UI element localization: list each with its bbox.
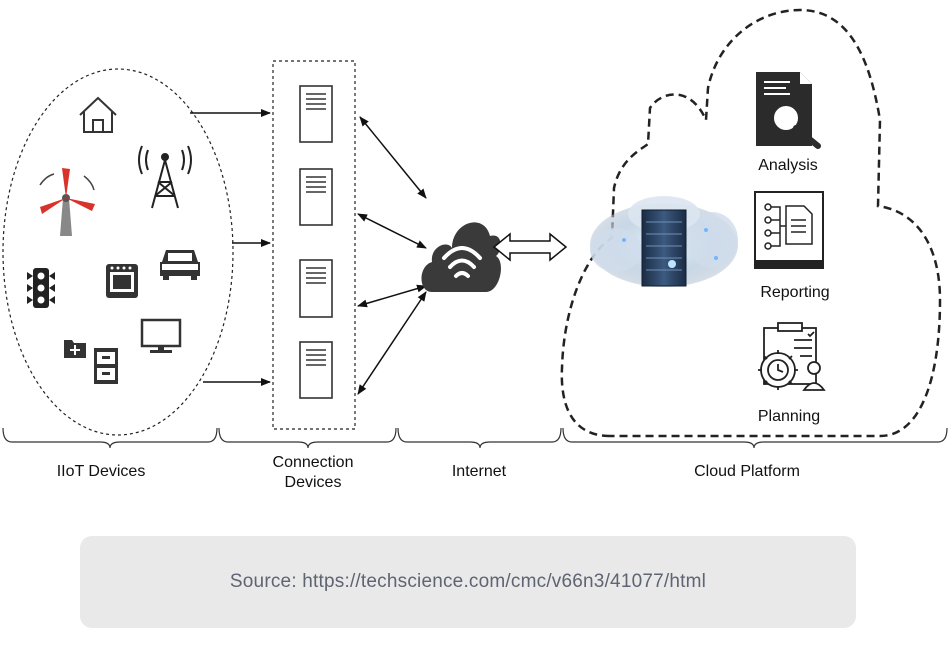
server-icon bbox=[299, 259, 333, 318]
reporting-label: Reporting bbox=[760, 284, 829, 301]
source-caption: Source: https://techscience.com/cmc/v66n… bbox=[229, 571, 707, 592]
section-label-iiot-devices: IIoT Devices bbox=[57, 463, 146, 480]
filing-cabinet-icon bbox=[64, 340, 118, 384]
server-icon bbox=[299, 168, 333, 226]
monitor-icon bbox=[140, 318, 182, 353]
traffic-light-icon bbox=[27, 268, 55, 308]
planning-icon bbox=[758, 322, 826, 391]
bracket-iiot bbox=[2, 427, 218, 449]
network-link-arrow bbox=[359, 116, 427, 199]
network-link-arrow bbox=[357, 291, 427, 395]
section-label-connection-devices-line2: Devices bbox=[285, 474, 342, 491]
section-label-cloud-platform: Cloud Platform bbox=[694, 463, 800, 480]
reporting-icon bbox=[754, 191, 824, 269]
wifi-cloud-icon bbox=[421, 222, 501, 292]
iiot-architecture-diagram: Analysis Reporting Planning IIoT Devices… bbox=[2, 8, 948, 491]
bracket-internet bbox=[397, 427, 562, 449]
server-icon bbox=[299, 341, 333, 399]
house-icon bbox=[79, 96, 117, 133]
section-brackets bbox=[2, 427, 948, 449]
section-label-connection-devices: Connection bbox=[273, 454, 354, 471]
analysis-label: Analysis bbox=[758, 157, 818, 174]
data-center-icon bbox=[590, 196, 738, 287]
section-label-internet: Internet bbox=[452, 463, 507, 480]
network-link-arrow bbox=[357, 284, 427, 308]
connection-devices-group bbox=[272, 60, 356, 430]
oven-icon bbox=[106, 264, 138, 298]
server-icon bbox=[299, 85, 333, 143]
bracket-connection bbox=[218, 427, 397, 449]
bracket-cloud bbox=[562, 427, 948, 449]
cloud-link-arrow bbox=[492, 232, 568, 262]
network-link-arrow bbox=[357, 213, 427, 249]
source-caption-box: Source: https://techscience.com/cmc/v66n… bbox=[80, 536, 856, 628]
planning-label: Planning bbox=[758, 408, 820, 425]
cloud-platform-group bbox=[560, 8, 942, 438]
analysis-icon bbox=[756, 72, 821, 149]
car-icon bbox=[160, 250, 200, 280]
wind-turbine-icon bbox=[39, 168, 95, 236]
iiot-devices-group bbox=[2, 68, 234, 436]
radio-tower-icon bbox=[138, 145, 192, 209]
